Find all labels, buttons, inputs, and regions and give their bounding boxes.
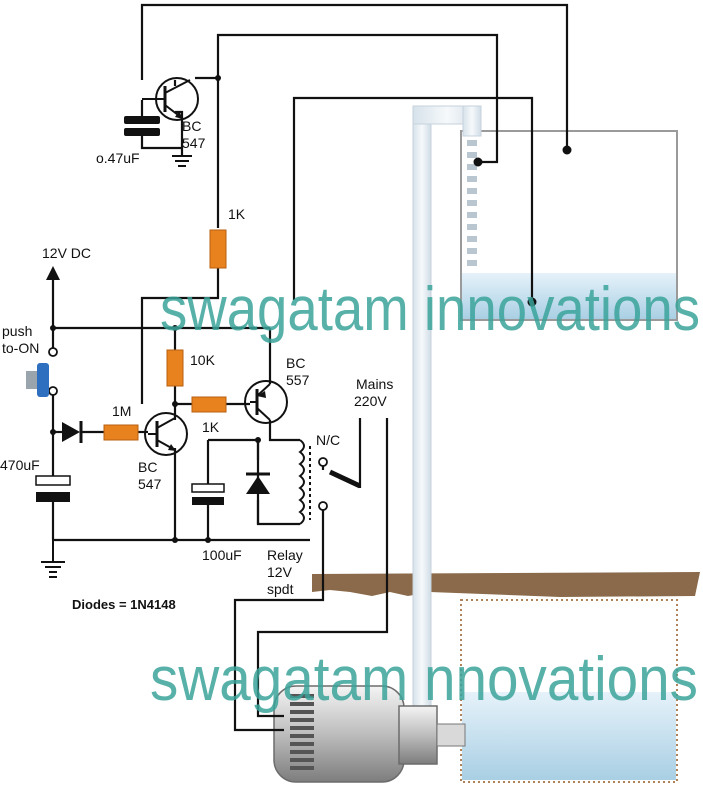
tank-probe-mid: [473, 157, 483, 167]
r-1m-label: 1M: [112, 403, 131, 419]
q1-label-num: 547: [182, 135, 206, 151]
pump-motor: [273, 685, 466, 783]
q2-label-num: 547: [138, 476, 162, 492]
nc-label: N/C: [316, 432, 340, 448]
lower-tank: [460, 599, 678, 783]
resistor-1k-base: [191, 396, 227, 413]
cap-470-icon: [35, 475, 71, 502]
lower-tank-water: [462, 692, 676, 780]
mains-label-line2: 220V: [354, 393, 387, 409]
cap-047-label: o.47uF: [96, 150, 140, 166]
tank-probe-top: [562, 145, 572, 155]
ground-icon: [41, 540, 65, 578]
upper-tank-water: [462, 273, 676, 319]
q2-label-type: BC: [138, 459, 157, 475]
mains-label-line1: Mains: [356, 376, 393, 392]
push-label-line1: push: [2, 323, 32, 339]
wiring: [51, 3, 569, 732]
delivery-pipe: [412, 107, 432, 717]
pipe-outlet: [462, 105, 482, 137]
resistor-1k-top: [209, 229, 227, 269]
relay-label-line3: spdt: [267, 581, 294, 597]
r-1k-top-label: 1K: [228, 206, 246, 222]
input-diode-icon: [62, 421, 83, 443]
q1-label-type: BC: [182, 118, 201, 134]
r-10k-label: 10K: [190, 352, 216, 368]
relay-armature: [328, 469, 362, 489]
relay-diode-icon: [246, 472, 270, 494]
q3-label-num: 557: [286, 372, 310, 388]
switch-contacts: [48, 347, 328, 511]
watermark-upper: swagatam innovations: [160, 275, 700, 344]
transistor-q2-icon: [144, 412, 188, 456]
relay-label-line1: Relay: [267, 547, 303, 563]
upper-tank: [460, 130, 678, 321]
ground-soil: [312, 572, 700, 597]
tank-probe-bottom: [527, 297, 537, 307]
relay-coil-icon: [298, 439, 311, 525]
push-label-line2: to-ON: [2, 340, 39, 356]
junction-dots: [50, 75, 261, 543]
supply-label: 12V DC: [42, 245, 91, 261]
resistor-10k: [166, 349, 184, 387]
transistor-q1-icon: [142, 77, 199, 121]
relay-label-line2: 12V: [267, 564, 293, 580]
watermark-lower: swagatam nnovations: [150, 645, 698, 714]
push-button-icon: [26, 363, 49, 397]
cap-470-label: 470uF: [0, 457, 40, 473]
q3-label-type: BC: [286, 355, 305, 371]
diodes-note: Diodes = 1N4148: [72, 597, 176, 612]
cap-100-label: 100uF: [202, 547, 242, 563]
resistor-1m: [103, 424, 139, 441]
cap-047-icon: [124, 116, 160, 136]
ground-icon-top: [172, 148, 192, 167]
transistor-q3-icon: [244, 380, 288, 424]
falling-water: [467, 140, 477, 266]
r-1k-base-label: 1K: [202, 419, 220, 435]
cap-100-icon: [191, 483, 225, 505]
supply-arrow-icon: [46, 266, 60, 280]
